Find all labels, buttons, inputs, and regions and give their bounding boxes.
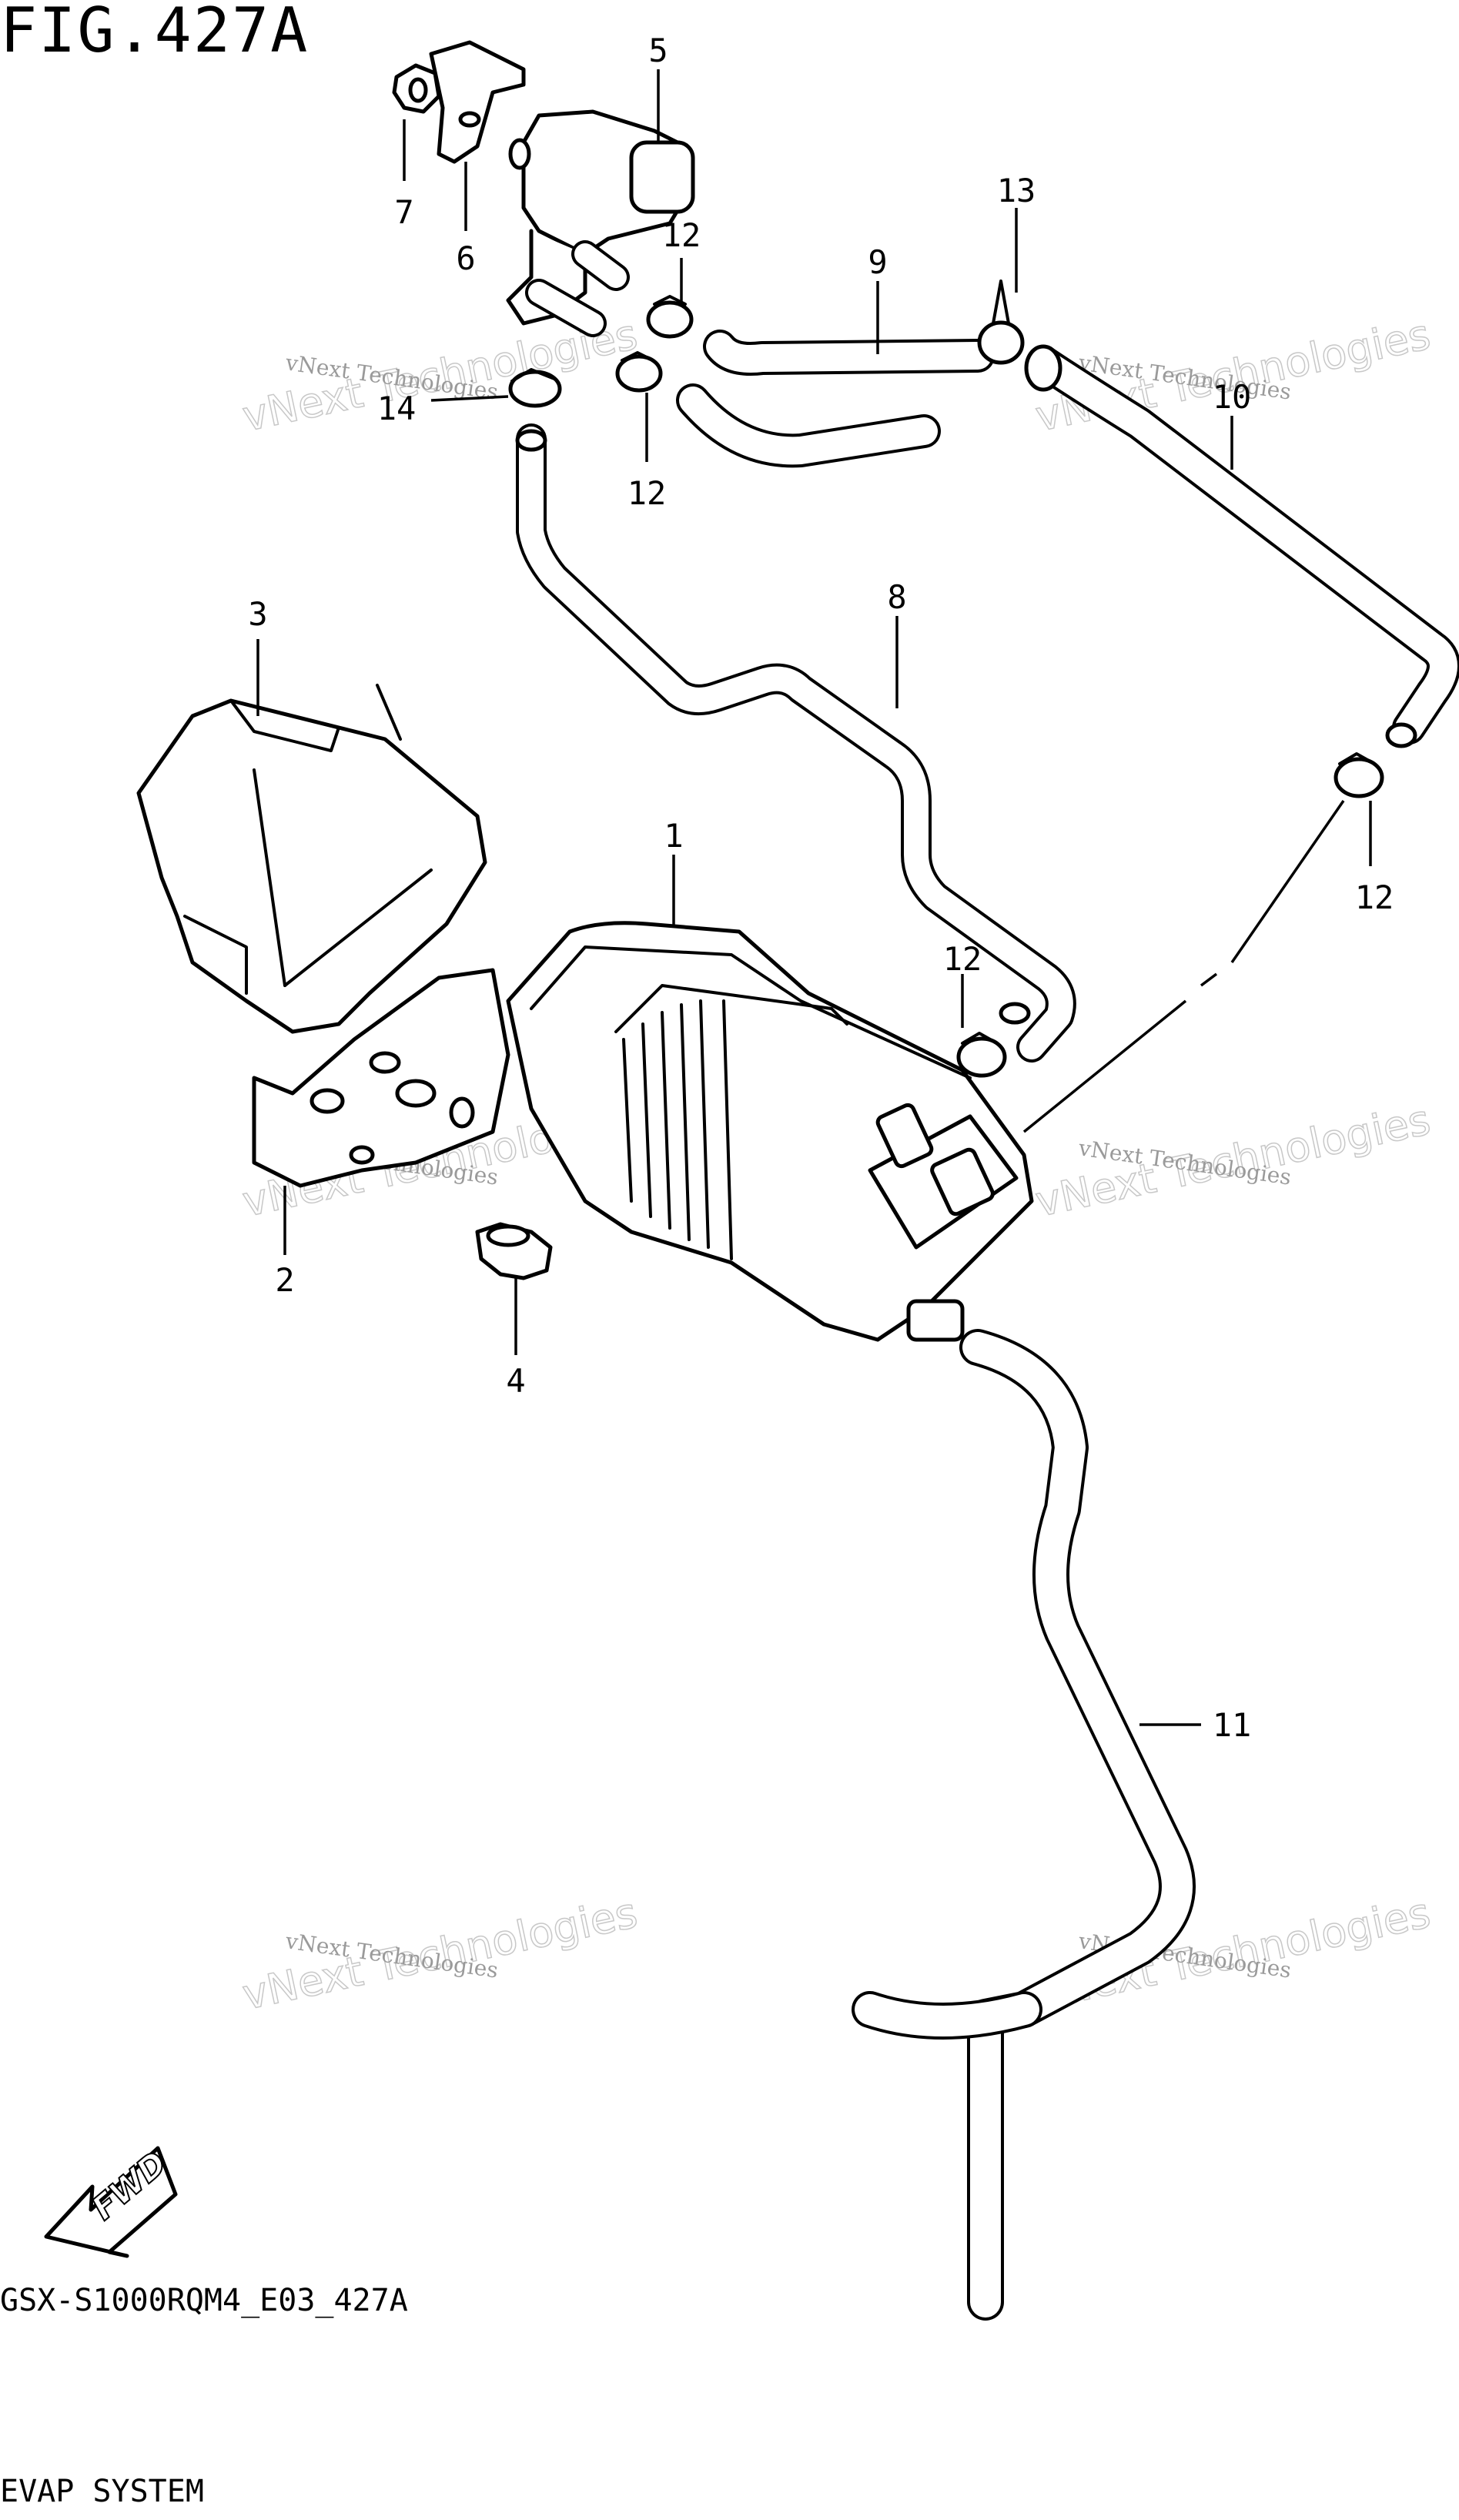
part-4-bolt <box>475 1222 553 1280</box>
callout-2: 2 <box>275 1261 294 1299</box>
bolt-head <box>486 1224 530 1247</box>
callout-5: 5 <box>648 32 668 69</box>
hose-8-end <box>515 429 547 452</box>
vent-line <box>1022 999 1187 1133</box>
bracket-hole <box>395 1079 437 1108</box>
part-11-drain-hose <box>852 1329 1196 2321</box>
vent-line <box>1230 800 1345 963</box>
part-1-canister <box>506 921 1034 1342</box>
hose-10-end <box>1385 722 1417 748</box>
callout-12d: 12 <box>1355 878 1394 916</box>
callout-12b: 12 <box>627 474 667 512</box>
vent-line-dash <box>1200 972 1218 987</box>
part-8-hose <box>515 423 1076 1063</box>
callout-10: 10 <box>1213 378 1252 416</box>
callout-13: 13 <box>997 172 1036 209</box>
nut-hole <box>408 77 428 103</box>
canister-port <box>875 1103 934 1169</box>
part-12-clamp-c <box>956 1032 1007 1078</box>
part-12-clamp-a <box>646 295 694 339</box>
fwd-arrow-icon: FWD <box>44 2143 178 2258</box>
callout-1: 1 <box>664 817 683 855</box>
bracket-6-hole <box>458 111 481 128</box>
callout-12c: 12 <box>943 940 982 978</box>
model-code: GSX-S1000RQM4_E03_427A <box>0 2283 408 2318</box>
part-2-bracket <box>252 968 510 1188</box>
callout-7: 7 <box>394 193 413 231</box>
canister-drain-port <box>906 1299 965 1342</box>
part-13-clip <box>977 279 1025 365</box>
callout-14: 14 <box>377 390 417 427</box>
hose-8-end <box>999 1002 1031 1025</box>
callout-3: 3 <box>248 595 267 633</box>
figure-name: EVAP SYSTEM <box>0 2474 204 2509</box>
hose-10-end <box>1024 344 1062 392</box>
canister-port <box>930 1147 995 1216</box>
part-5-solenoid-valve <box>506 109 695 337</box>
callout-4: 4 <box>506 1362 525 1400</box>
watermark-mid-right: vNext Technologies vNext Technologies <box>1031 1095 1435 1227</box>
callout-11: 11 <box>1213 1706 1252 1744</box>
leader-lines <box>256 69 1372 1726</box>
part-14-clamp <box>508 368 562 408</box>
callout-9: 9 <box>868 243 887 281</box>
part-9-hose <box>703 330 995 376</box>
part-6-bracket <box>429 40 526 164</box>
part-12-clamp-d <box>1334 752 1384 798</box>
bracket-hole <box>310 1088 345 1114</box>
part-3-cover <box>136 684 487 1034</box>
bracket-hole <box>449 1096 475 1129</box>
callout-6: 6 <box>456 239 475 277</box>
solenoid-connector <box>629 140 695 214</box>
bracket-hole <box>369 1051 401 1074</box>
callout-8: 8 <box>887 578 906 616</box>
part-7-nut <box>392 63 441 114</box>
callout-12a: 12 <box>662 216 701 254</box>
solenoid-port <box>508 138 531 170</box>
part-10-hose <box>676 344 1459 748</box>
watermark-low-left: vNext Technologies vNext Technologies <box>238 1888 642 2020</box>
bracket-hole <box>349 1145 375 1165</box>
figure-title: FIG.427A <box>0 0 310 66</box>
part-12-clamp-b <box>615 351 663 393</box>
